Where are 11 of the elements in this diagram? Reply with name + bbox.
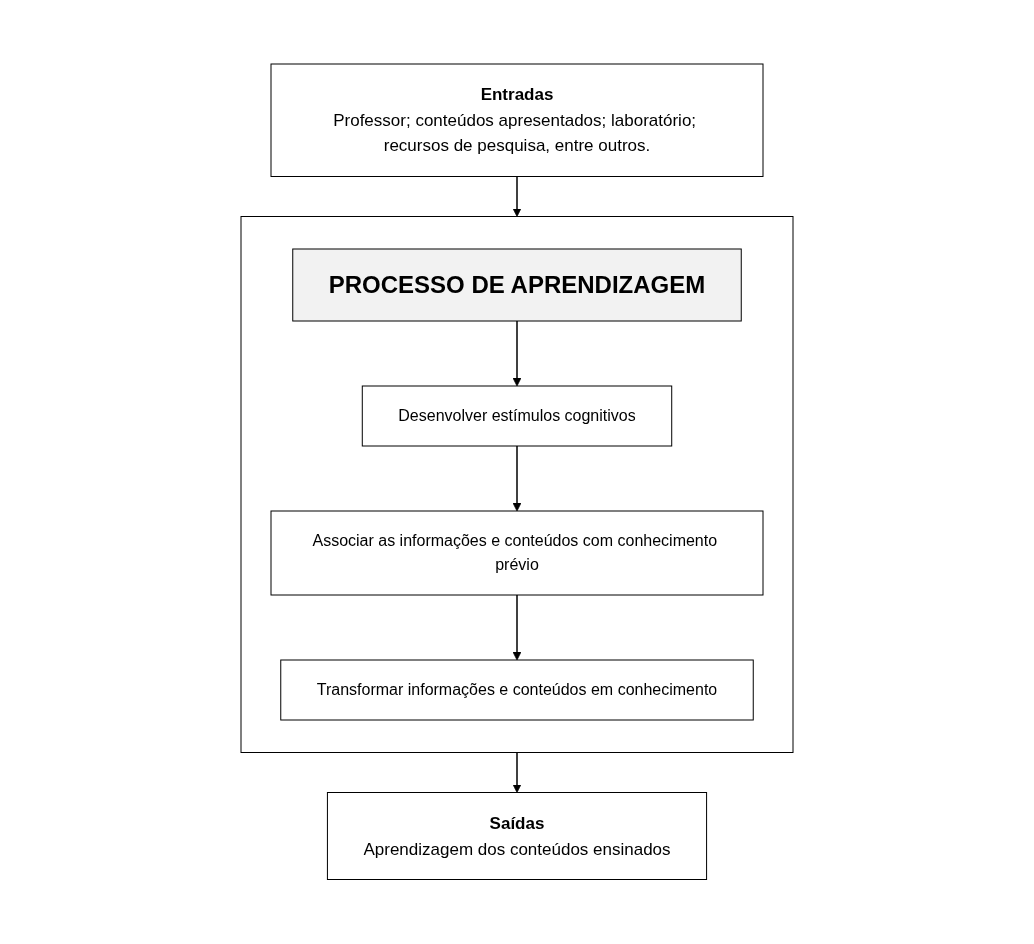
cluster <box>240 216 794 754</box>
arrow <box>512 176 522 218</box>
node-box: Saídas Aprendizagem dos conteúdos ensinados <box>326 792 708 881</box>
node-box: PROCESSO DE APRENDIZAGEM <box>292 248 742 322</box>
node-box: Transformar informações e conteúdos em conhecimento <box>280 659 754 721</box>
arrow <box>512 320 522 387</box>
node-box: Entradas Professor; conteúdos apresentados; laboratório; recursos de pesquisa, entre outros. <box>270 63 764 178</box>
node-box: Desenvolver estímulos cognitivos <box>361 385 673 447</box>
node-box: Associar as informações e conteúdos com conhecimento prévio <box>270 510 764 596</box>
arrow <box>512 594 522 661</box>
arrow <box>512 445 522 512</box>
